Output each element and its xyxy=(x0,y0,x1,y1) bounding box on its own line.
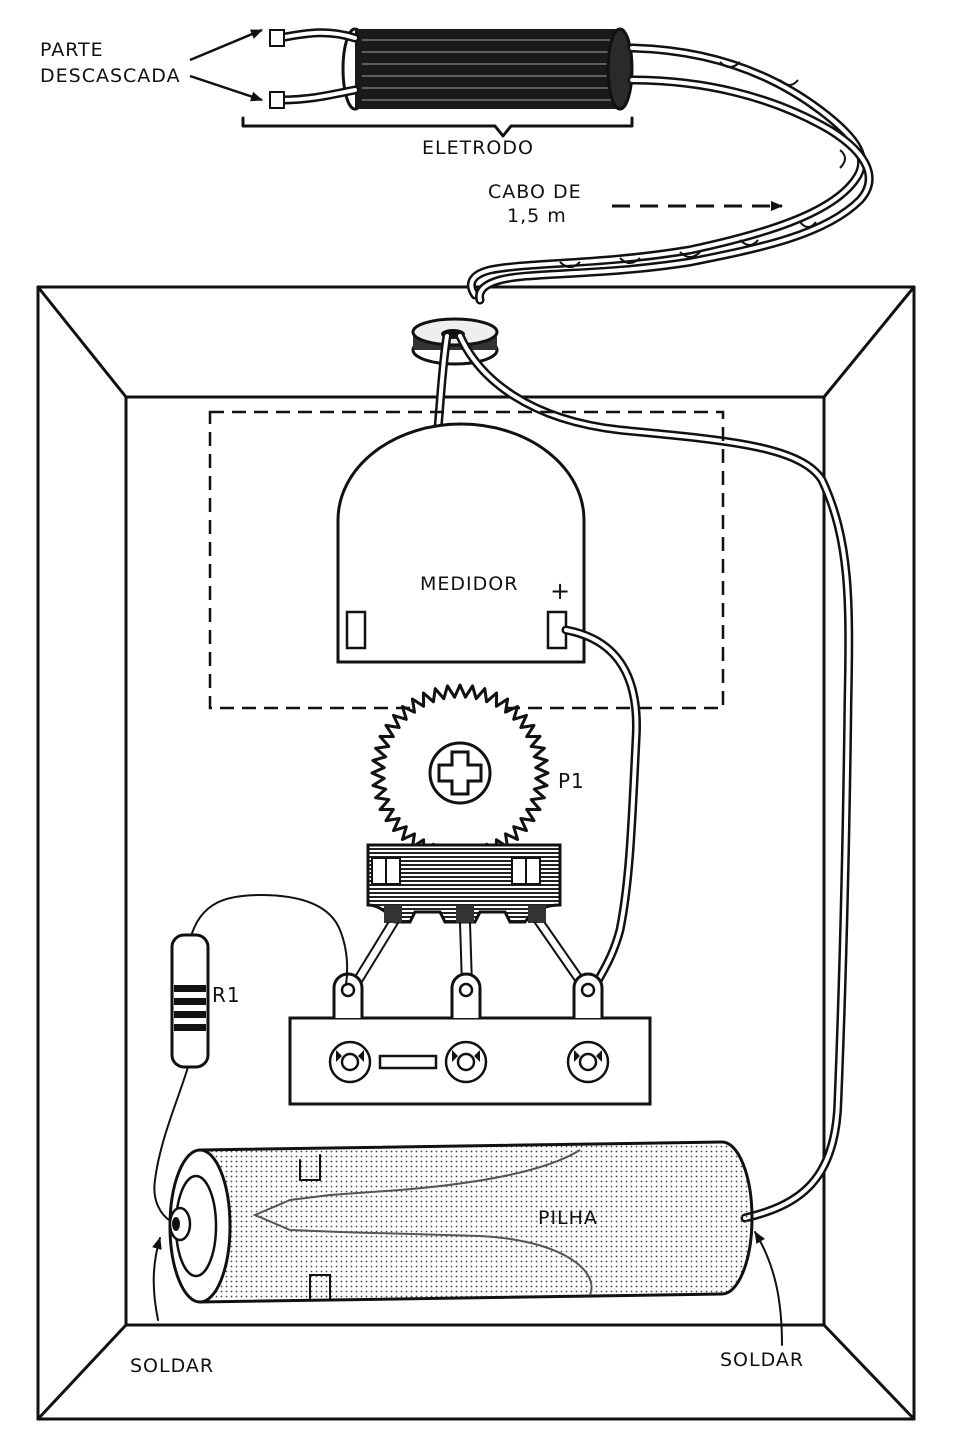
arrow-soldar-left xyxy=(152,1237,162,1321)
label-pilha: PILHA xyxy=(538,1207,598,1229)
electrode-lead-upper xyxy=(269,28,360,47)
potentiometer-p1 xyxy=(349,683,589,986)
wire-to-battery xyxy=(455,331,854,1223)
label-soldar-left: SOLDAR xyxy=(130,1355,215,1377)
label-descascada: DESCASCADA xyxy=(40,65,181,87)
wire-r1-to-p1 xyxy=(189,893,349,986)
arrow-parte-descascada-upper xyxy=(189,28,263,62)
label-eletrodo: ELETRODO xyxy=(422,137,534,159)
resistor-r1 xyxy=(170,933,210,1069)
arrow-soldar-right xyxy=(754,1231,783,1346)
label-cabo-line1: CABO DE xyxy=(488,181,582,203)
meter xyxy=(336,422,586,664)
wire-r1-to-battery xyxy=(153,1066,189,1223)
label-r1: R1 xyxy=(212,983,241,1007)
wire-meter-positive-to-p1 xyxy=(561,625,641,990)
twisted-cable xyxy=(466,43,874,305)
label-p1: P1 xyxy=(558,769,585,793)
label-soldar-right: SOLDAR xyxy=(720,1349,805,1371)
battery xyxy=(168,1140,754,1304)
label-parte: PARTE xyxy=(40,39,104,61)
electrode xyxy=(241,27,634,138)
grommet xyxy=(411,317,499,366)
label-cabo-line2: 1,5 m xyxy=(507,205,567,227)
label-medidor: MEDIDOR xyxy=(420,573,519,595)
electrode-lead-lower xyxy=(269,85,360,109)
arrow-parte-descascada-lower xyxy=(189,74,263,102)
label-meter-plus: + xyxy=(550,577,572,605)
terminal-strip xyxy=(288,972,652,1106)
